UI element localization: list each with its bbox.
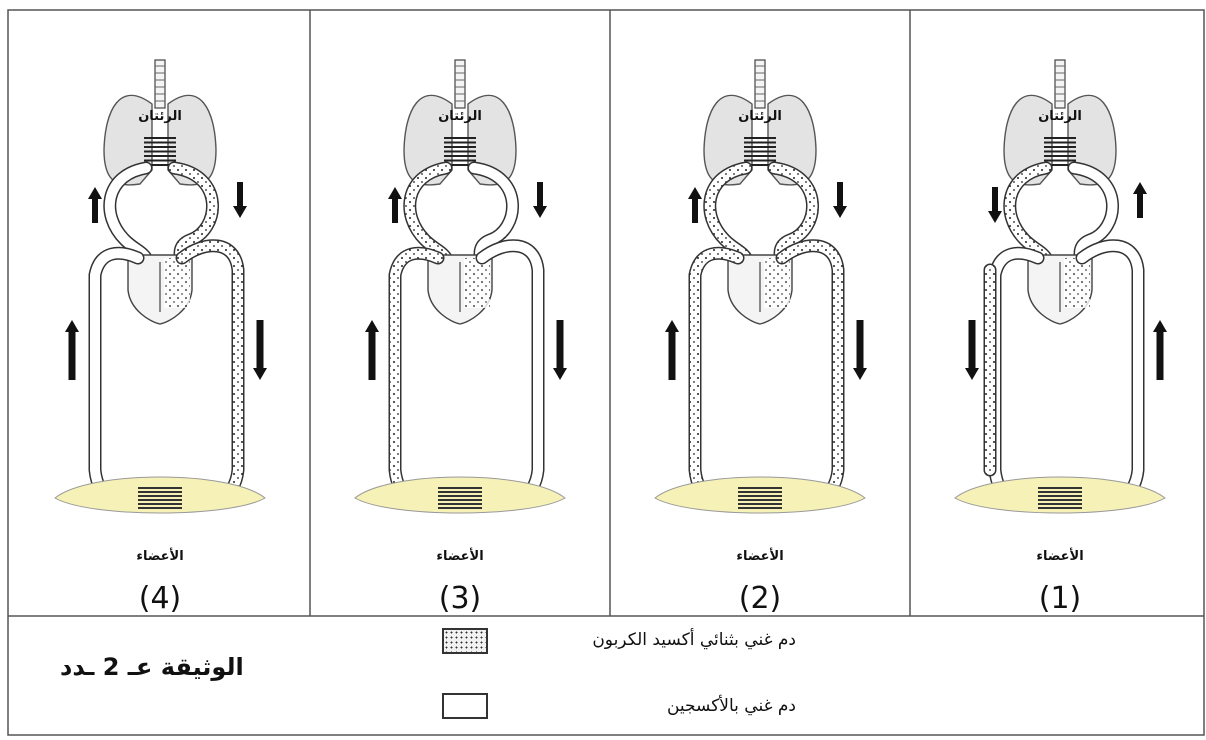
- arrow-up-icon: [388, 187, 402, 223]
- arrow-down-icon: [553, 320, 567, 380]
- arrow-down-icon: [533, 182, 547, 218]
- circulation-panel: الرئتان الأعضاء (2): [655, 60, 867, 616]
- organs-label: الأعضاء: [736, 547, 783, 564]
- circulation-panel: الرئتان الأعضاء (3): [355, 60, 567, 616]
- heart: [728, 255, 792, 324]
- arrow-down-icon: [965, 320, 979, 380]
- co2-legend-swatch: [442, 628, 488, 654]
- panel-number: (4): [139, 581, 182, 616]
- arrow-up-icon: [88, 187, 102, 223]
- arrow-up-icon: [1133, 182, 1147, 218]
- panel-number: (2): [739, 581, 782, 616]
- arrow-down-icon: [253, 320, 267, 380]
- arrow-up-icon: [365, 320, 379, 380]
- lungs-label: الرئتان: [138, 109, 182, 124]
- organs-label: الأعضاء: [1036, 547, 1083, 564]
- arrow-up-icon: [1153, 320, 1167, 380]
- heart: [428, 255, 492, 324]
- co2-legend-label: دم غني بثنائي أكسيد الكربون: [592, 630, 796, 650]
- o2-legend-label: دم غني بالأكسجين: [667, 696, 796, 716]
- arrow-down-icon: [988, 187, 1002, 223]
- circulation-panel: الرئتان الأعضاء (4): [55, 60, 267, 616]
- arrow-down-icon: [233, 182, 247, 218]
- document-label: الوثيقة عـ 2 ـدد: [60, 653, 244, 681]
- arrow-down-icon: [833, 182, 847, 218]
- arrow-up-icon: [665, 320, 679, 380]
- heart: [1028, 255, 1092, 324]
- lungs-label: الرئتان: [738, 109, 782, 124]
- panel-number: (3): [439, 581, 482, 616]
- arrow-up-icon: [688, 187, 702, 223]
- organs-label: الأعضاء: [136, 547, 183, 564]
- organs-label: الأعضاء: [436, 547, 483, 564]
- circulation-panel: الرئتان الأعضاء (1): [955, 60, 1167, 616]
- o2-legend-swatch: [442, 693, 488, 719]
- heart: [128, 255, 192, 324]
- lungs-label: الرئتان: [1038, 109, 1082, 124]
- arrow-down-icon: [853, 320, 867, 380]
- arrow-up-icon: [65, 320, 79, 380]
- panel-number: (1): [1039, 581, 1082, 616]
- lungs-label: الرئتان: [438, 109, 482, 124]
